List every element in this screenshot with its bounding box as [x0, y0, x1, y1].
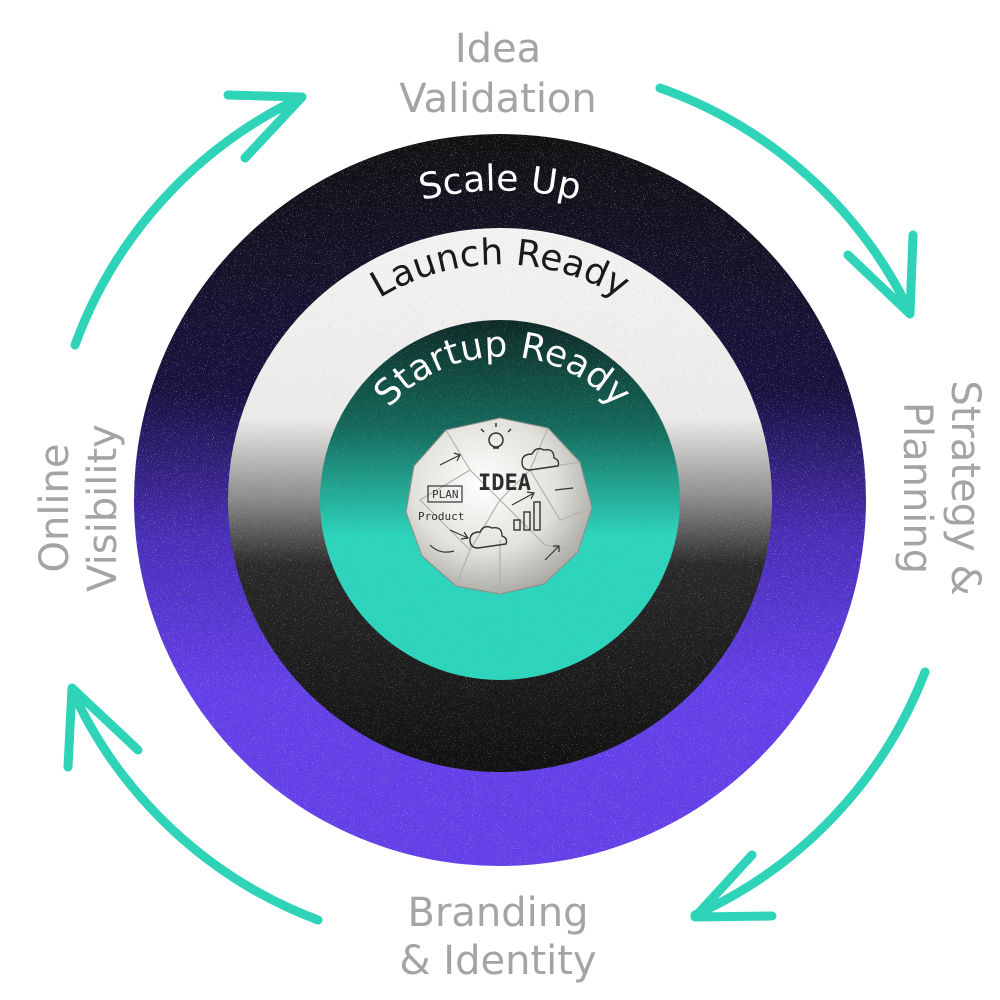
svg-text:Validation: Validation	[399, 76, 597, 122]
cycle-arrow-icon	[63, 683, 323, 925]
cycle-arrows	[63, 83, 930, 925]
svg-text:Strategy &: Strategy &	[942, 380, 988, 595]
plan-doodle-text: PLAN	[432, 488, 459, 501]
cycle-arrow-icon	[70, 90, 307, 350]
svg-text:Idea: Idea	[455, 26, 541, 72]
svg-text:Online: Online	[32, 443, 78, 572]
stage-online-visibility: Online Visibility	[32, 424, 126, 592]
svg-text:Branding: Branding	[408, 890, 589, 936]
cycle-arrow-icon	[690, 667, 930, 922]
lightbulb-icon	[480, 423, 512, 449]
svg-text:Visibility: Visibility	[80, 424, 126, 592]
stage-strategy-planning: Strategy & Planning	[894, 380, 988, 595]
stage-idea-validation: Idea Validation	[399, 26, 597, 122]
bar-chart-icon	[513, 501, 541, 531]
svg-text:Planning: Planning	[894, 402, 940, 574]
idea-paper-ball-image: IDEA PLAN Product	[405, 417, 593, 595]
cloud-icon	[521, 447, 560, 471]
product-doodle-text: Product	[418, 510, 464, 523]
idea-doodle-text: IDEA	[478, 471, 531, 496]
cycle-arrow-icon	[655, 83, 918, 319]
stage-branding-identity: Branding & Identity	[399, 890, 596, 984]
svg-text:& Identity: & Identity	[399, 938, 596, 984]
